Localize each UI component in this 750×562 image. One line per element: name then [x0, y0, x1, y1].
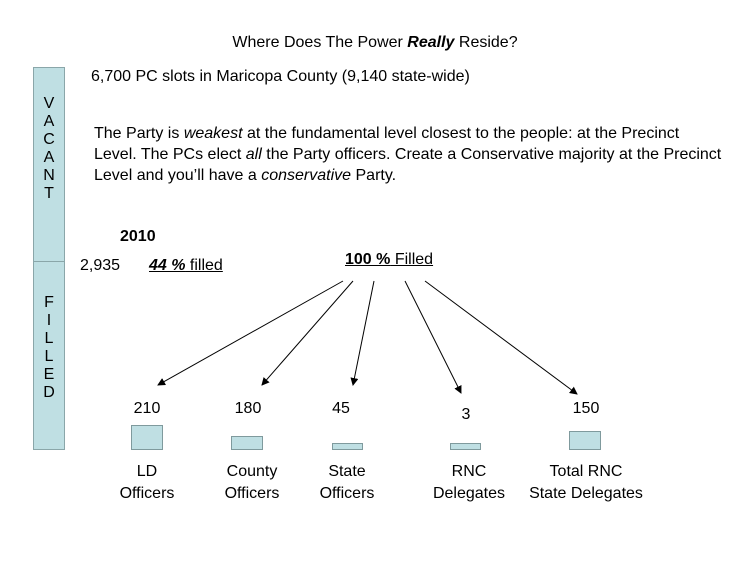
filled-percent-number: 44 %	[149, 257, 186, 274]
full-label-word: Filled	[390, 251, 434, 268]
filled-letter: L	[44, 330, 54, 347]
para-all: all	[245, 146, 262, 163]
label-line: Officers	[119, 485, 175, 502]
label-line: County	[226, 463, 278, 480]
label-line: Delegates	[432, 485, 506, 502]
title-text: Where Does The Power	[232, 34, 408, 51]
label-line: Officers	[224, 485, 280, 502]
filled-letter: E	[43, 366, 55, 383]
label-line: LD	[136, 463, 158, 480]
state-officers-count: 45	[332, 400, 350, 417]
full-label-number: 100 %	[345, 251, 391, 268]
arrow-rnc	[404, 280, 462, 394]
total-rnc-bar	[569, 431, 601, 450]
year-label: 2010	[120, 228, 156, 245]
arrow-county	[261, 280, 354, 386]
label-line: RNC	[451, 463, 487, 480]
vacant-letter: T	[44, 185, 54, 202]
vacant-letter: V	[43, 95, 55, 112]
filled-letter: F	[44, 294, 54, 311]
rnc-delegates-bar	[450, 443, 481, 450]
ld-officers-bar	[131, 425, 163, 450]
arrow-total-rnc	[424, 280, 578, 395]
vacant-letter: A	[43, 113, 55, 130]
title-text-end: Reside?	[454, 34, 518, 51]
filled-letter: D	[43, 384, 55, 401]
explanation-paragraph: The Party is weakest at the fundamental …	[94, 123, 724, 186]
ld-officers-label: LD Officers	[107, 461, 187, 505]
label-line: Total RNC	[549, 463, 623, 480]
para-weakest: weakest	[183, 125, 243, 142]
label-line: State	[328, 463, 366, 480]
label-line: Officers	[319, 485, 375, 502]
rnc-delegates-count: 3	[461, 406, 471, 423]
vacant-letter: C	[43, 131, 55, 148]
vacant-letter: A	[43, 149, 55, 166]
rnc-delegates-label: RNC Delegates	[426, 461, 512, 505]
filled-percent-word: filled	[185, 257, 223, 274]
total-rnc-label: Total RNC State Delegates	[515, 461, 657, 505]
filled-letter: L	[44, 348, 54, 365]
filled-count: 2,935	[80, 257, 121, 274]
county-officers-count: 180	[234, 400, 262, 417]
para-part: at the fundamental level closest to the …	[94, 125, 680, 163]
title-emphasis: Really	[407, 34, 455, 51]
filled-percent: 44 % filled	[149, 257, 223, 275]
total-rnc-count: 150	[572, 400, 600, 417]
pc-slots-text: 6,700 PC slots in Maricopa County (9,140…	[91, 68, 470, 85]
state-officers-bar	[332, 443, 363, 450]
para-conservative: conservative	[261, 167, 352, 184]
filled-letter: I	[46, 312, 52, 329]
ld-officers-count: 210	[133, 400, 161, 417]
label-line: State Delegates	[529, 485, 643, 502]
full-label: 100 % Filled	[345, 251, 433, 269]
para-part: the Party officers. Create a Conservativ…	[94, 146, 722, 184]
vacant-letter: N	[43, 167, 55, 184]
para-part: The Party is	[94, 125, 184, 142]
arrow-ld	[157, 280, 344, 386]
para-part: Party.	[351, 167, 397, 184]
arrow-state	[350, 280, 375, 386]
county-officers-bar	[231, 436, 263, 450]
diagram-title: Where Does The Power Really Reside?	[0, 34, 750, 52]
